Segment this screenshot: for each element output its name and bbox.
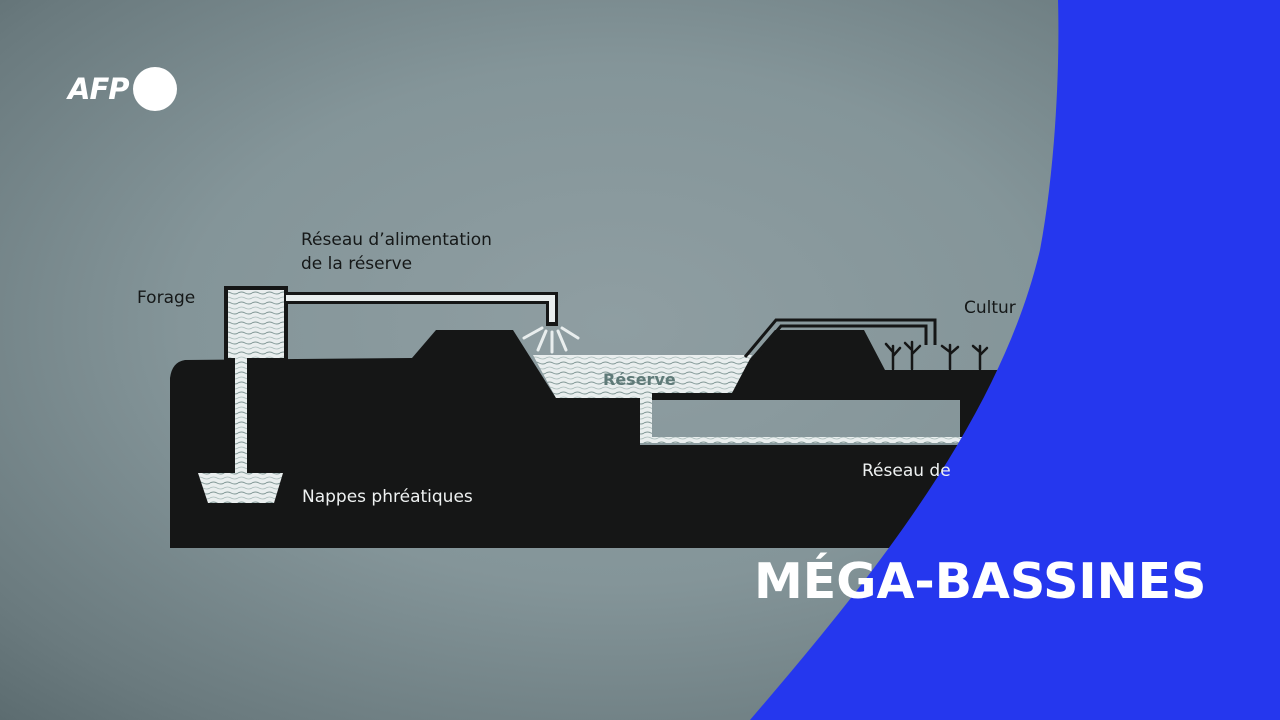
sprinkler-spray-icon xyxy=(522,326,580,354)
label-crops: Cultur xyxy=(964,298,1016,318)
afp-logo: AFP xyxy=(68,67,177,111)
logo-circle-icon xyxy=(132,67,177,111)
label-groundwater: Nappes phréatiques xyxy=(302,487,473,507)
label-feed-network-line2: de la réserve xyxy=(301,254,413,274)
label-distribution-network: Réseau de xyxy=(862,461,951,481)
feed-pipe xyxy=(286,292,558,326)
title-panel xyxy=(750,0,1280,720)
reserve-basin xyxy=(533,355,975,443)
ground xyxy=(170,330,1010,548)
logo-text: AFP xyxy=(68,72,130,106)
video-title: MÉGA-BASSINES xyxy=(754,553,1207,610)
label-reserve: Réserve xyxy=(603,370,676,389)
plant-icon xyxy=(884,340,989,371)
forage-well xyxy=(198,286,288,503)
label-feed-network-line1: Réseau d’alimentation xyxy=(301,230,492,250)
irrigation-pipe xyxy=(743,318,937,361)
label-forage: Forage xyxy=(137,288,196,308)
